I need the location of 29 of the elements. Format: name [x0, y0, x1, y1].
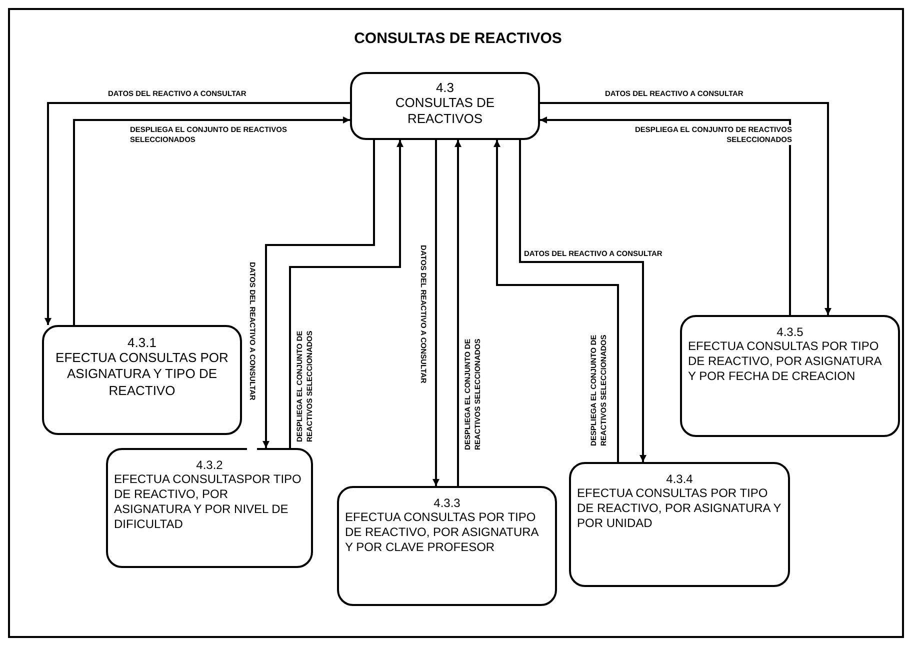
arrow [494, 140, 619, 462]
process-number: 4.3.4 [666, 472, 693, 486]
process-number: 4.3.1 [128, 335, 156, 350]
arrow [44, 102, 350, 325]
process-number: 4.3 [436, 80, 454, 95]
process-label: EFECTUA CONSULTAS POR ASIGNATURA Y TIPO DE REACTIVO [54, 350, 230, 399]
arrow [289, 140, 404, 448]
process-label: EFECTUA CONSULTAS POR TIPO DE REACTIVO, POR ASIGNATURA Y POR UNIDAD [577, 486, 782, 531]
process-label: EFECTUA CONSULTAS POR TIPO DE REACTIVO, POR ASIGNATURA Y POR CLAVE PROFESOR [345, 510, 540, 555]
process-box [350, 72, 540, 140]
process-box [680, 315, 900, 437]
arrow [73, 116, 350, 325]
process-label: EFECTUA CONSULTASPOR TIPO DE REACTIVO, POR ASIGNATURA Y POR NIVEL DE DIFICULTAD [114, 472, 302, 532]
process-label: EFECTUA CONSULTAS POR TIPO DE REACTIVO, POR ASIGNATURA Y POR FECHA DE CREACION [688, 339, 883, 384]
process-box [106, 448, 313, 568]
process-label: CONSULTAS DE REACTIVOS [394, 95, 496, 128]
process-number: 4.3.5 [776, 325, 804, 339]
process-number: 4.3.2 [196, 458, 223, 472]
process-number: 4.3.3 [434, 496, 460, 510]
process-box [337, 486, 557, 606]
diagram-title: CONSULTAS DE REACTIVOS [354, 30, 562, 47]
process-box [569, 462, 790, 587]
arrow [432, 140, 440, 486]
arrow [262, 140, 375, 448]
arrow [540, 116, 791, 315]
arrow [540, 102, 832, 315]
process-box [42, 325, 242, 435]
arrow [454, 140, 462, 486]
arrow [519, 140, 646, 462]
